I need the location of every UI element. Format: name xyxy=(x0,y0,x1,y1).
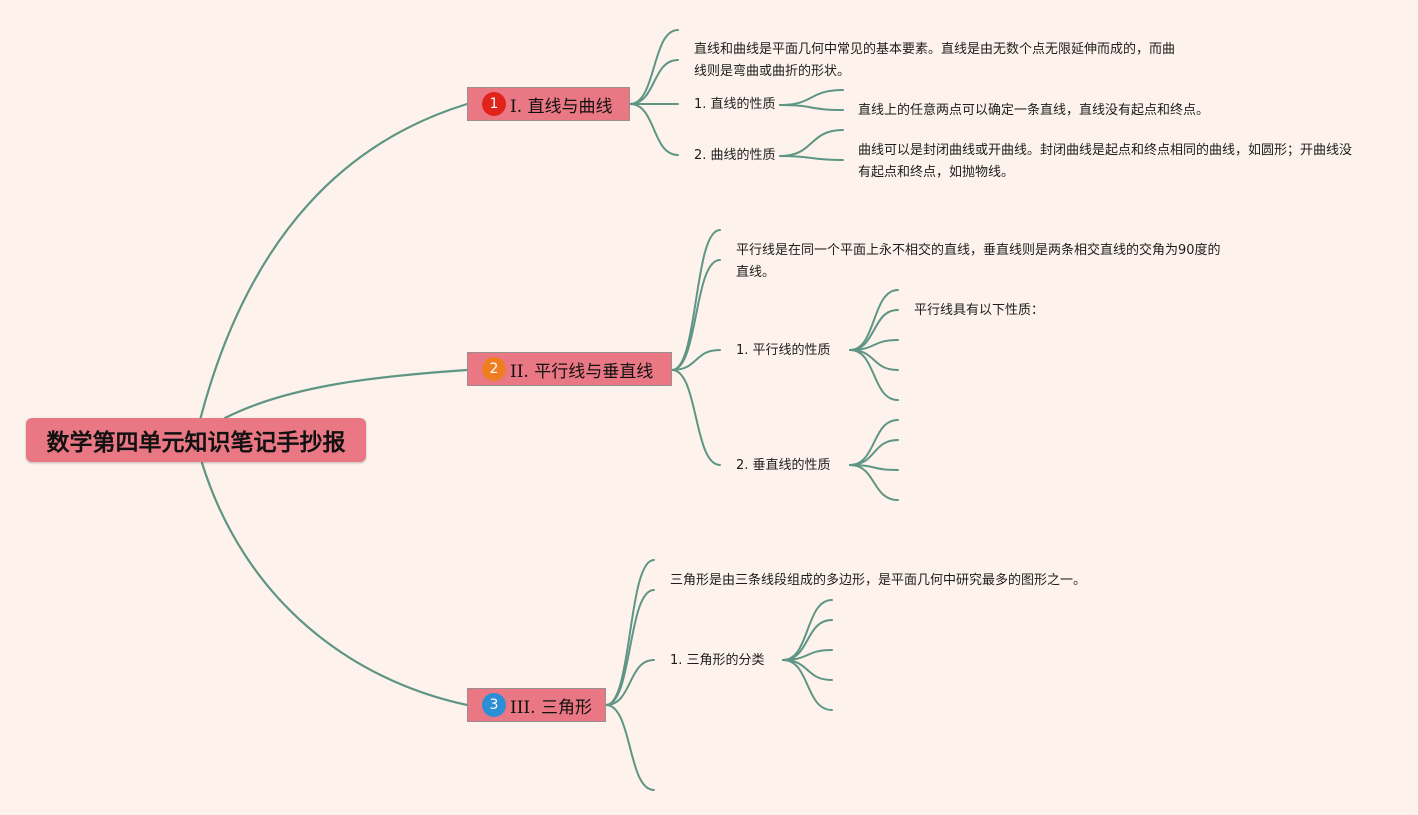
root-title: 数学第四单元知识笔记手抄报 xyxy=(46,430,346,456)
topic-1-item-2[interactable]: 2. 曲线的性质 xyxy=(694,148,776,163)
topic-3-title: III. 三角形 xyxy=(510,697,592,718)
number-badge-3-icon: 3 xyxy=(482,693,506,717)
root-to-topic-2-line xyxy=(223,368,469,420)
topic-1-item-1-branch-2 xyxy=(779,104,844,111)
topic-2-branch-2 xyxy=(671,259,721,371)
topic-2-item-1-branch-5 xyxy=(849,349,899,401)
topic-2-item-1-branch-4 xyxy=(849,349,899,371)
topic-1-title: I. 直线与曲线 xyxy=(510,96,613,117)
topic-2-item-2-branch-4 xyxy=(849,464,899,501)
topic-1-item-1-detail[interactable]: 直线上的任意两点可以确定一条直线，直线没有起点和终点。 xyxy=(858,103,1210,118)
topic-1-item-2-branch-1 xyxy=(779,129,844,157)
topic-2-item-1-detail[interactable]: 平行线具有以下性质： xyxy=(914,303,1045,318)
topic-1-item-2-branch-2 xyxy=(779,155,844,161)
topic-2-intro[interactable]: 平行线是在同一个平面上永不相交的直线，垂直线则是两条相交直线的交角为90度的直线… xyxy=(736,243,1221,280)
topic-3-item-1-branch-5 xyxy=(782,659,833,711)
topic-2-item-1[interactable]: 1. 平行线的性质 xyxy=(736,343,831,358)
topic-1-intro[interactable]: 直线和曲线是平面几何中常见的基本要素。直线是由无数个点无限延伸而成的，而曲线则是… xyxy=(694,42,1176,79)
topic-3[interactable]: 3 III. 三角形 xyxy=(467,688,606,722)
topic-2-branch-3 xyxy=(671,349,721,371)
topic-2[interactable]: 2 II. 平行线与垂直线 xyxy=(467,352,672,386)
topic-3-intro[interactable]: 三角形是由三条线段组成的多边形，是平面几何中研究最多的图形之一。 xyxy=(670,573,1087,588)
topic-3-branch-3 xyxy=(605,659,655,706)
topic-3-item-1-branch-4 xyxy=(782,659,833,681)
topic-1[interactable]: 1 I. 直线与曲线 xyxy=(467,87,630,121)
number-badge-1-icon: 1 xyxy=(482,92,506,116)
number-badge-2-icon: 2 xyxy=(482,357,506,381)
topic-1-item-1-branch-1 xyxy=(779,89,844,106)
topic-2-item-2[interactable]: 2. 垂直线的性质 xyxy=(736,458,831,473)
topic-1-item-1[interactable]: 1. 直线的性质 xyxy=(694,97,776,112)
topic-2-branch-1 xyxy=(671,229,721,371)
root-to-topic-1-line xyxy=(198,102,469,422)
topic-2-item-2-branch-1 xyxy=(849,419,899,466)
topic-2-branch-4 xyxy=(671,369,721,466)
root-topic[interactable]: 数学第四单元知识笔记手抄报 xyxy=(26,418,366,462)
topic-2-title: II. 平行线与垂直线 xyxy=(510,361,654,382)
topic-1-branch-4 xyxy=(629,103,679,156)
topic-1-branch-2 xyxy=(629,59,679,105)
topic-1-branch-1 xyxy=(629,29,679,105)
topic-1-item-2-detail[interactable]: 曲线可以是封闭曲线或开曲线。封闭曲线是起点和终点相同的曲线，如圆形；开曲线没有起… xyxy=(858,143,1353,180)
topic-3-branch-2 xyxy=(605,589,655,706)
topic-3-item-1[interactable]: 1. 三角形的分类 xyxy=(670,653,765,668)
topic-3-branch-4 xyxy=(605,704,655,791)
root-to-topic-3-line xyxy=(200,461,469,707)
